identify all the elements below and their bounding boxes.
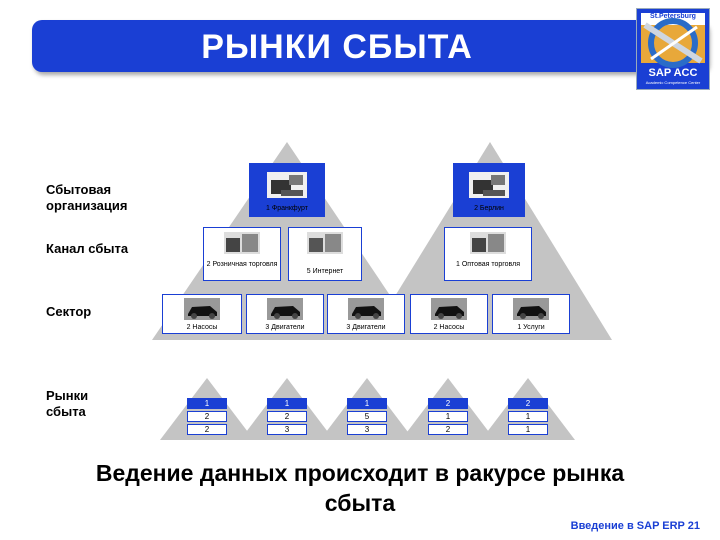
market-stack-1: 1 2 2 <box>187 398 227 435</box>
market-triangle-3 <box>320 378 414 440</box>
slide-footer: Введение в SAP ERP 21 <box>570 520 700 532</box>
store-photo-icon <box>470 232 506 254</box>
org-label-berlin: 2 Берлин <box>474 205 504 212</box>
market-triangle-5 <box>481 378 575 440</box>
market-stack-4: 2 1 2 <box>428 398 468 435</box>
org-box-frankfurt: 1 Франкфурт <box>249 163 325 217</box>
org-box-berlin: 2 Берлин <box>453 163 525 217</box>
store-photo-icon <box>224 232 260 254</box>
market-cell: 2 <box>187 424 227 435</box>
market-cell: 2 <box>428 424 468 435</box>
sector-label-3: 3 Двигатели <box>346 324 386 331</box>
sap-acc-logo: St.Petersburg SAP ACC Academic Competenc… <box>636 8 710 90</box>
car-photo-icon <box>184 298 220 320</box>
car-photo-icon <box>513 298 549 320</box>
store-photo-icon <box>307 232 343 254</box>
channel-label-retail: 2 Розничная торговля <box>206 261 278 268</box>
sector-box-4: 2 Насосы <box>410 294 488 334</box>
row-label-sector: Сектор <box>46 304 92 319</box>
market-cell: 1 <box>267 398 307 409</box>
logo-sub: Academic Competence Center <box>645 80 701 85</box>
market-stack-5: 2 1 1 <box>508 398 548 435</box>
page-title: РЫНКИ СБЫТА <box>201 28 473 66</box>
market-triangle-2 <box>240 378 334 440</box>
market-stack-2: 1 2 3 <box>267 398 307 435</box>
car-photo-icon <box>267 298 303 320</box>
row-label-org: Сбытовая организация <box>46 182 128 213</box>
market-cell: 2 <box>508 398 548 409</box>
market-triangle-4 <box>401 378 495 440</box>
market-cell: 2 <box>428 398 468 409</box>
sector-label-1: 2 Насосы <box>186 324 218 331</box>
market-triangle-1 <box>160 378 254 440</box>
title-bar <box>32 20 708 72</box>
logo-city: St.Petersburg <box>650 13 696 20</box>
market-cell: 5 <box>347 411 387 422</box>
market-cell: 1 <box>508 424 548 435</box>
channel-box-internet: 5 Интернет <box>288 227 362 281</box>
sector-box-5: 1 Услуги <box>492 294 570 334</box>
channel-label-internet: 5 Интернет <box>306 268 344 275</box>
market-cell: 1 <box>428 411 468 422</box>
market-cell: 3 <box>347 424 387 435</box>
car-photo-icon <box>348 298 384 320</box>
sector-label-4: 2 Насосы <box>433 324 465 331</box>
summary-statement: Ведение данных происходит в ракурсе рынк… <box>95 460 625 516</box>
car-photo-icon <box>431 298 467 320</box>
row-label-channel: Канал сбыта <box>46 241 129 256</box>
channel-box-wholesale: 1 Оптовая торговля <box>444 227 532 281</box>
office-photo-icon <box>267 172 307 198</box>
sector-label-2: 3 Двигатели <box>265 324 305 331</box>
org-label-frankfurt: 1 Франкфурт <box>266 205 308 212</box>
sector-label-5: 1 Услуги <box>517 324 545 331</box>
market-cell: 1 <box>187 398 227 409</box>
market-stack-3: 1 5 3 <box>347 398 387 435</box>
market-cell: 2 <box>187 411 227 422</box>
sector-box-3: 3 Двигатели <box>327 294 405 334</box>
sector-box-1: 2 Насосы <box>162 294 242 334</box>
market-cell: 1 <box>508 411 548 422</box>
market-cell: 2 <box>267 411 307 422</box>
channel-box-retail: 2 Розничная торговля <box>203 227 281 281</box>
market-cell: 1 <box>347 398 387 409</box>
org-triangle-frankfurt <box>152 142 420 340</box>
market-cell: 3 <box>267 424 307 435</box>
logo-brand: SAP ACC <box>648 67 698 79</box>
office-photo-icon <box>469 172 509 198</box>
channel-label-wholesale: 1 Оптовая торговля <box>455 261 520 268</box>
row-label-markets: Рынки сбыта <box>46 388 89 419</box>
sector-box-2: 3 Двигатели <box>246 294 324 334</box>
